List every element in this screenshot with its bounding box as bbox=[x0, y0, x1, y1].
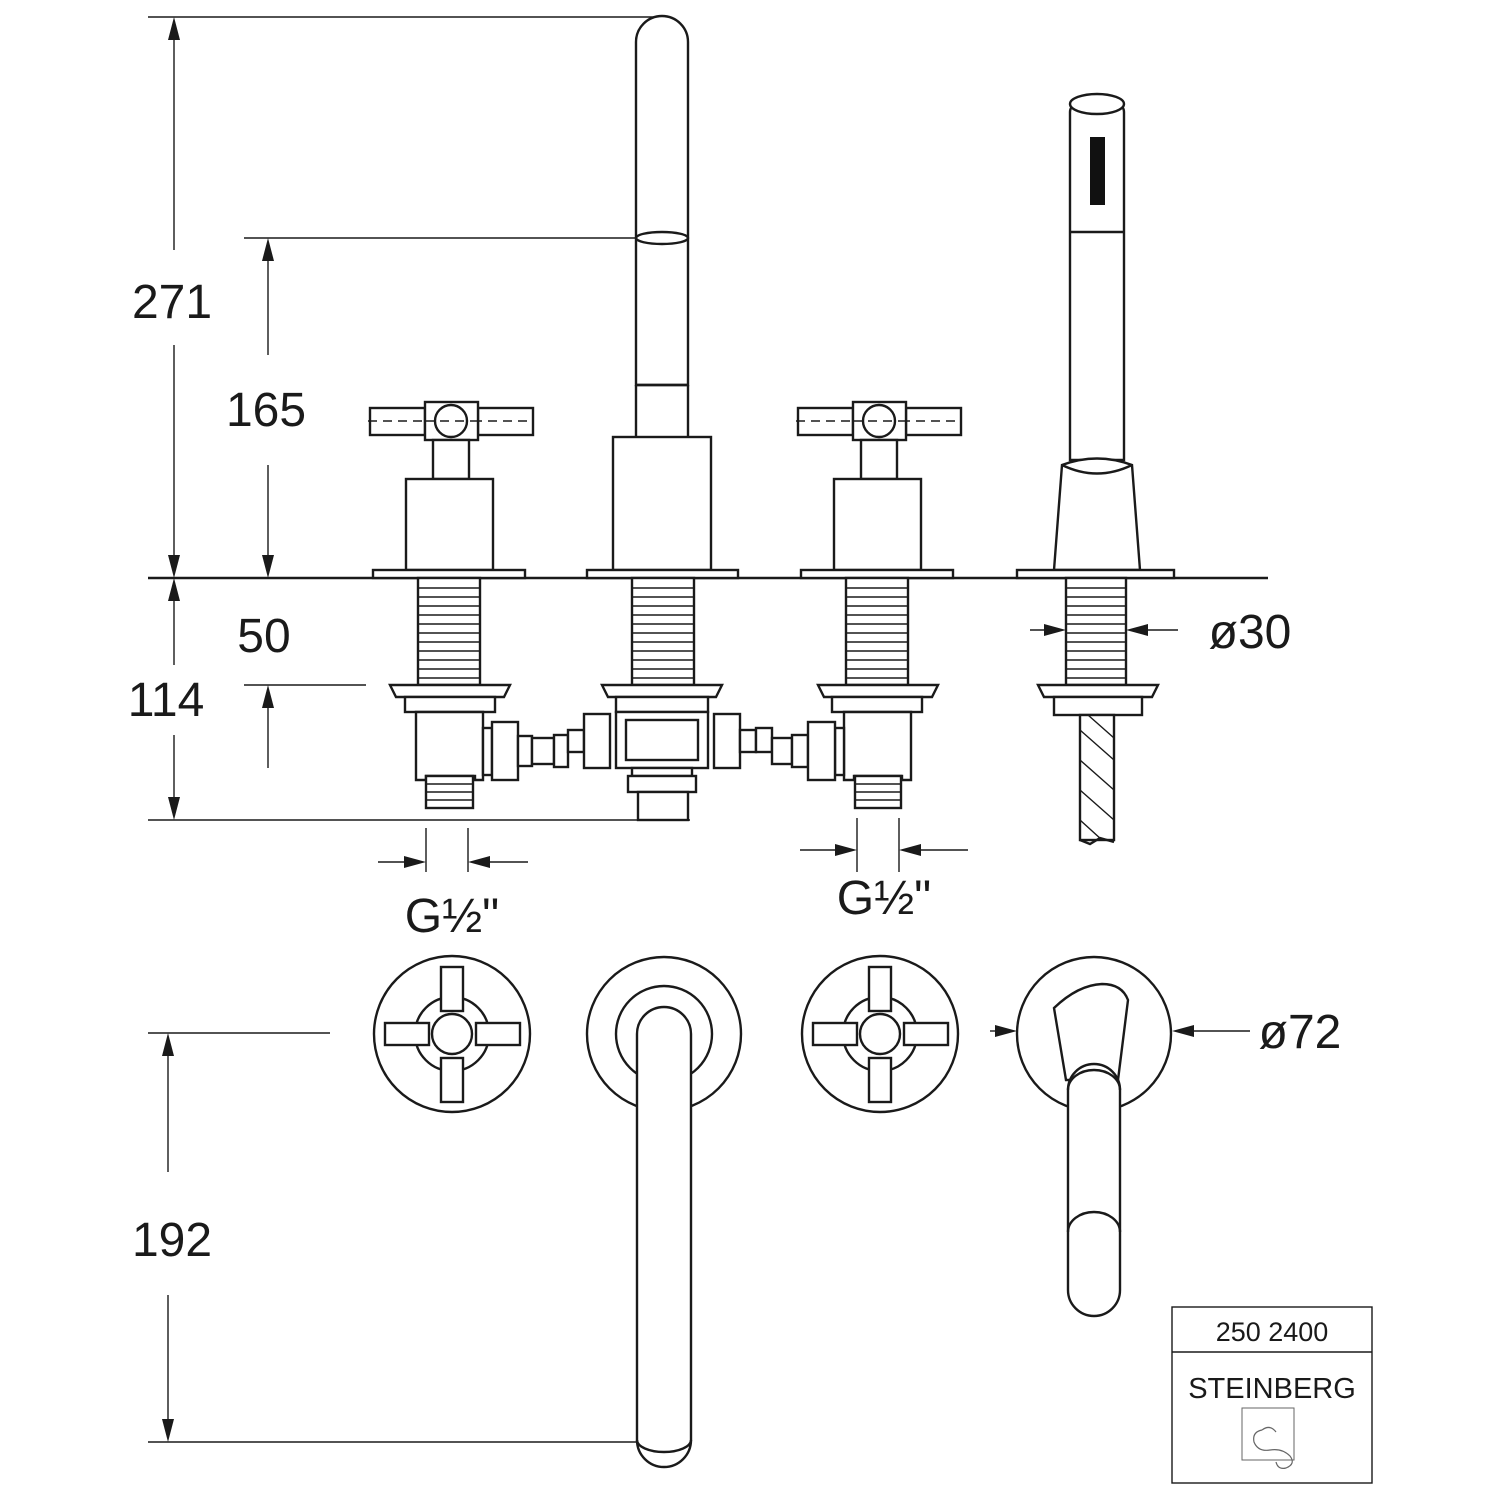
dimension-lines bbox=[148, 16, 1268, 1443]
dim-spout-reach: 192 bbox=[132, 1214, 212, 1267]
spout-top bbox=[585, 955, 743, 1469]
dim-below-deck: 114 bbox=[128, 674, 205, 727]
hand-shower-top bbox=[1015, 955, 1173, 1318]
cross-handle-top-right bbox=[800, 954, 960, 1114]
connection-pipes bbox=[566, 712, 810, 770]
dim-thread-right: G½" bbox=[837, 872, 931, 925]
dim-hose-diameter: ø30 bbox=[1209, 606, 1292, 659]
cross-handle-valve-left bbox=[368, 400, 570, 810]
dim-rosette-diameter: ø72 bbox=[1259, 1006, 1342, 1059]
spout-front bbox=[585, 14, 740, 822]
spout-thread bbox=[630, 576, 696, 687]
article-number: 250 2400 bbox=[1216, 1317, 1329, 1347]
dim-thread-left: G½" bbox=[405, 890, 499, 943]
hand-shower-front bbox=[1015, 92, 1176, 846]
dim-spout-height: 165 bbox=[226, 384, 306, 437]
cross-handle-valve-right bbox=[796, 400, 963, 810]
dim-total-height: 271 bbox=[132, 276, 212, 329]
dim-valve-offset: 50 bbox=[237, 610, 290, 663]
title-block: 250 2400 STEINBERG bbox=[1171, 1306, 1373, 1484]
brand-name: STEINBERG bbox=[1188, 1373, 1356, 1405]
cross-handle-top-left bbox=[372, 954, 532, 1114]
steinberg-logo-icon bbox=[1241, 1407, 1295, 1469]
